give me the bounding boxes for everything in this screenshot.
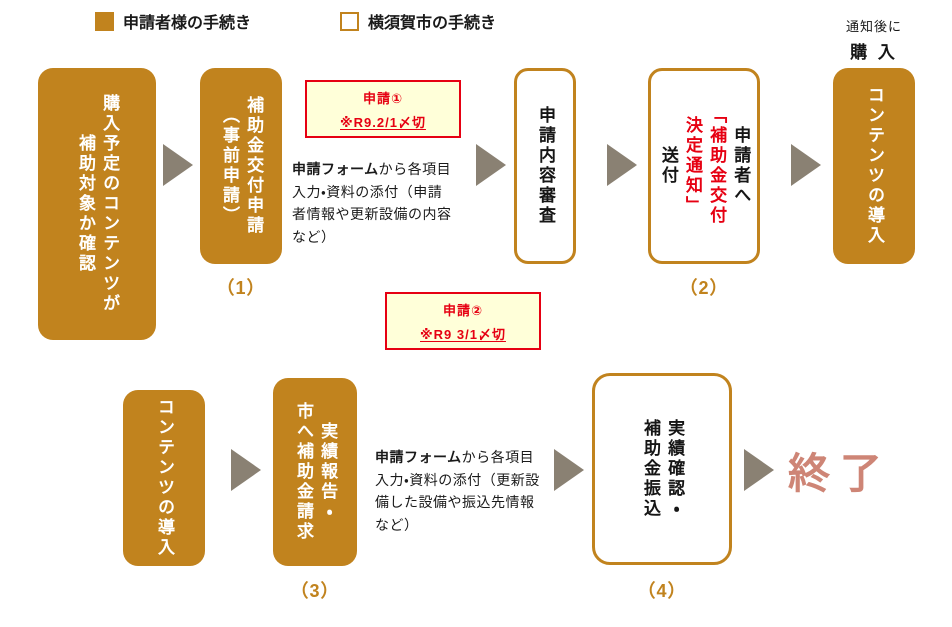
- step-3-label: （3）: [290, 581, 340, 601]
- city-procedure-label: 横須賀市の手続き: [368, 15, 497, 32]
- box-line: 申請内容審査: [536, 106, 556, 226]
- city-procedure-swatch-icon: [340, 11, 359, 31]
- box-line: 送付: [658, 146, 678, 186]
- flow-arrow-icon: [744, 449, 774, 491]
- grant-application-text: 補助金交付申請 （事前申請）: [216, 96, 266, 236]
- end-label: 終了: [788, 450, 893, 497]
- box-line: コンテンツの導入: [155, 398, 175, 558]
- results-report-box: 実績報告・ 市へ補助金請求: [273, 378, 357, 566]
- box-line-highlight: 決定通知」: [683, 116, 702, 216]
- purchase-after-notice: 通知後に 購 入: [833, 16, 915, 63]
- step-2-label: （2）: [679, 278, 729, 298]
- form-instructions-1-bold: 申請フォーム: [292, 161, 379, 177]
- content-installation-text-top: コンテンツの導入: [861, 86, 887, 246]
- box-line: 市へ補助金請求: [294, 402, 313, 542]
- grant-decision-notice-box: 申請者へ 「補助金交付 決定通知」 送付: [648, 68, 760, 264]
- results-confirmation-payment-box: 実績確認・ 補助金振込: [592, 373, 732, 565]
- grant-application-box: 補助金交付申請 （事前申請）: [200, 68, 282, 264]
- application-review-text: 申請内容審査: [532, 106, 558, 226]
- deadline-note-1-title: 申請①: [362, 90, 403, 106]
- flow-arrow-icon: [231, 449, 261, 491]
- box-line-highlight: 「補助金交付: [707, 106, 727, 226]
- legend-applicant: 申請者様の手続き: [95, 10, 251, 32]
- flow-arrow-icon: [607, 144, 637, 186]
- form-instructions-1: 申請フォームから各項目入力・資料の添付（申請者情報や更新設備の内容など）: [292, 158, 456, 249]
- box-line: 実績報告・: [318, 422, 338, 522]
- form-instructions-2-bold: 申請フォーム: [375, 449, 462, 465]
- box-line: 補助金交付申請: [244, 96, 264, 236]
- deadline-note-1-date: ※R9.2/1〆切: [340, 114, 426, 130]
- box-line: 実績確認・: [665, 419, 685, 519]
- form-instructions-1-rest: から各項目入力・資料の添付（申請者情報や更新設備の内容など）: [292, 161, 452, 246]
- deadline-note-1: 申請① ※R9.2/1〆切: [305, 80, 461, 138]
- flow-arrow-icon: [476, 144, 506, 186]
- application-review-box: 申請内容審査: [514, 68, 576, 264]
- flow-arrow-icon: [791, 144, 821, 186]
- confirm-eligibility-box: 購入予定のコンテンツが 補助対象か確認: [38, 68, 156, 340]
- step-1-label: （1）: [216, 278, 266, 298]
- box-line: 申請者へ: [731, 126, 751, 206]
- box-line: コンテンツの導入: [865, 86, 885, 246]
- flow-arrow-icon: [554, 449, 584, 491]
- legend-city: 横須賀市の手続き: [340, 10, 496, 32]
- form-instructions-2: 申請フォームから各項目入力・資料の添付（更新設備した設備や振込先情報など）: [375, 446, 543, 537]
- results-confirmation-payment-text: 実績確認・ 補助金振込: [637, 419, 687, 519]
- deadline-note-2-title: 申請②: [442, 302, 483, 318]
- confirm-eligibility-text: 購入予定のコンテンツが 補助対象か確認: [72, 94, 122, 314]
- deadline-note-2: 申請② ※R9 3/1〆切: [385, 292, 541, 350]
- step-4-label: （4）: [637, 581, 687, 601]
- box-line: （事前申請）: [220, 106, 239, 226]
- flow-arrow-icon: [163, 144, 193, 186]
- content-installation-box-bottom: コンテンツの導入: [123, 390, 205, 566]
- box-line: 補助金振込: [641, 419, 660, 519]
- applicant-procedure-swatch-icon: [95, 11, 114, 31]
- content-installation-text-bottom: コンテンツの導入: [151, 398, 177, 558]
- purchase-after-notice-line2: 購 入: [850, 43, 898, 62]
- box-line: 補助対象か確認: [76, 134, 95, 274]
- deadline-note-2-date: ※R9 3/1〆切: [420, 326, 506, 342]
- content-installation-box-top: コンテンツの導入: [833, 68, 915, 264]
- grant-decision-notice-text: 申請者へ 「補助金交付 決定通知」 送付: [655, 106, 753, 226]
- applicant-procedure-label: 申請者様の手続き: [123, 15, 252, 32]
- form-instructions-2-rest: から各項目入力・資料の添付（更新設備した設備や振込先情報など）: [375, 449, 540, 534]
- results-report-text: 実績報告・ 市へ補助金請求: [290, 402, 340, 542]
- purchase-after-notice-line1: 通知後に: [845, 19, 902, 34]
- box-line: 購入予定のコンテンツが: [100, 94, 120, 314]
